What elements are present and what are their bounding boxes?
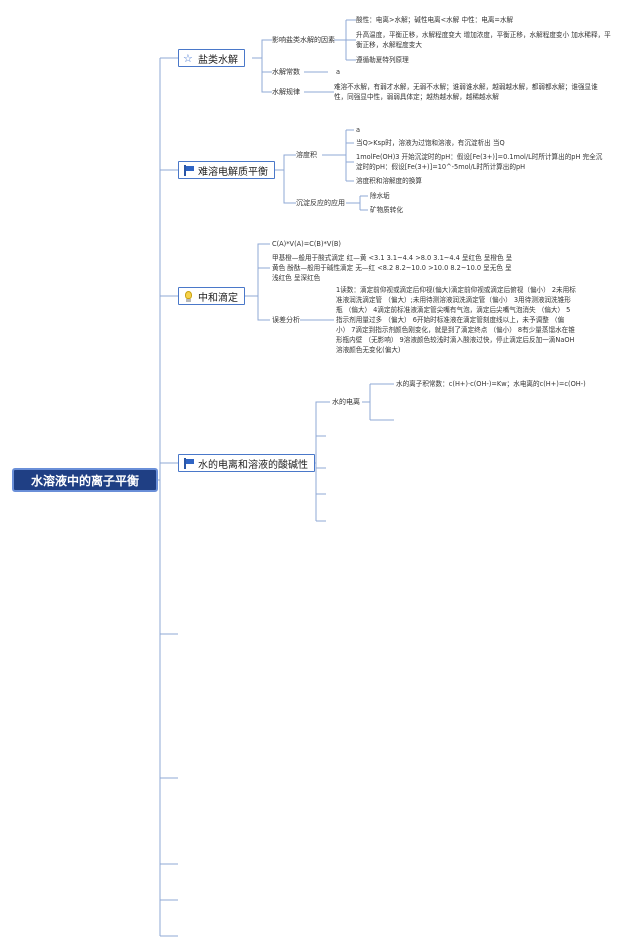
flag-icon bbox=[183, 164, 194, 176]
node-error-analysis[interactable]: 误差分析 bbox=[272, 315, 300, 325]
node-hydrolysis-constant[interactable]: 水解常数 bbox=[272, 67, 300, 77]
leaf-text: 遵循勒夏特列原理 bbox=[356, 56, 409, 64]
branch-label: 盐类水解 bbox=[198, 54, 238, 66]
leaf-text: 水的离子积常数：c(H+)·c(OH-)=Kw；水电离的c(H+)=c(OH-) bbox=[396, 380, 586, 388]
branch-label: 中和滴定 bbox=[198, 292, 238, 304]
leaf-text: 难溶不水解，有弱才水解，无弱不水解；谁弱谁水解，越弱越水解，都弱都水解；谁强显谁… bbox=[334, 83, 598, 101]
star-icon: ☆ bbox=[183, 51, 193, 65]
node-label: 水解常数 bbox=[272, 68, 300, 76]
leaf-text: 1读数：滴定前仰视或滴定后仰视(偏大)滴定前仰视或滴定后俯视（偏小） 2未用标准… bbox=[336, 286, 576, 354]
node-label: 水解规律 bbox=[272, 88, 300, 96]
branch-label: 水的电离和溶液的酸碱性 bbox=[198, 459, 308, 471]
root-node[interactable]: 水溶液中的离子平衡 bbox=[12, 468, 158, 492]
leaf-text: a bbox=[336, 68, 341, 76]
leaf-text: C(A)*V(A)=C(B)*V(B) bbox=[272, 240, 341, 248]
node-ksp[interactable]: 溶度积 bbox=[296, 150, 317, 160]
node-hydrolysis-factors[interactable]: 影响盐类水解的因素 bbox=[272, 35, 335, 45]
lightbulb-icon bbox=[183, 290, 194, 302]
leaf-text: 1molFe(OH)3 开始沉淀时的pH：假设[Fe(3+)]=0.1mol/L… bbox=[356, 153, 603, 171]
node-label: 影响盐类水解的因素 bbox=[272, 36, 335, 44]
leaf-text: 溶度积和溶解度的换算 bbox=[356, 177, 422, 185]
leaf-text: 酸性：电离>水解；碱性电离<水解 中性：电离=水解 bbox=[356, 16, 514, 24]
root-label: 水溶液中的离子平衡 bbox=[30, 473, 139, 488]
node-label: 误差分析 bbox=[272, 316, 300, 324]
branch-insoluble-equilibrium[interactable]: 难溶电解质平衡 bbox=[178, 161, 275, 179]
branch-titration[interactable]: 中和滴定 bbox=[178, 287, 245, 305]
leaf-text: 除水垢 bbox=[370, 192, 390, 200]
leaf-text: 甲基橙—般用于酸式滴定 红—黄 <3.1 3.1~4.4 >8.0 3.1~4.… bbox=[272, 254, 513, 282]
node-precipitation-application[interactable]: 沉淀反应的应用 bbox=[296, 198, 345, 208]
node-label: 水的电离 bbox=[332, 398, 360, 406]
branch-label: 难溶电解质平衡 bbox=[198, 166, 268, 178]
leaf-text: a bbox=[356, 126, 361, 134]
leaf-text: 当Q>Ksp时，溶液为过饱和溶液，有沉淀析出 当Q bbox=[356, 139, 505, 147]
node-label: 沉淀反应的应用 bbox=[296, 199, 345, 207]
node-label: 溶度积 bbox=[296, 151, 317, 159]
flag-icon bbox=[183, 457, 194, 469]
branch-water-ionization[interactable]: 水的电离和溶液的酸碱性 bbox=[178, 454, 315, 472]
node-water-ionization[interactable]: 水的电离 bbox=[332, 397, 360, 407]
leaf-text: 升高温度，平衡正移，水解程度变大 增加浓度，平衡正移，水解程度变小 加水稀释，平… bbox=[356, 31, 611, 49]
leaf-text: 矿物质转化 bbox=[370, 206, 403, 214]
branch-salt-hydrolysis[interactable]: ☆ 盐类水解 bbox=[178, 49, 245, 67]
node-hydrolysis-rules[interactable]: 水解规律 bbox=[272, 87, 300, 97]
